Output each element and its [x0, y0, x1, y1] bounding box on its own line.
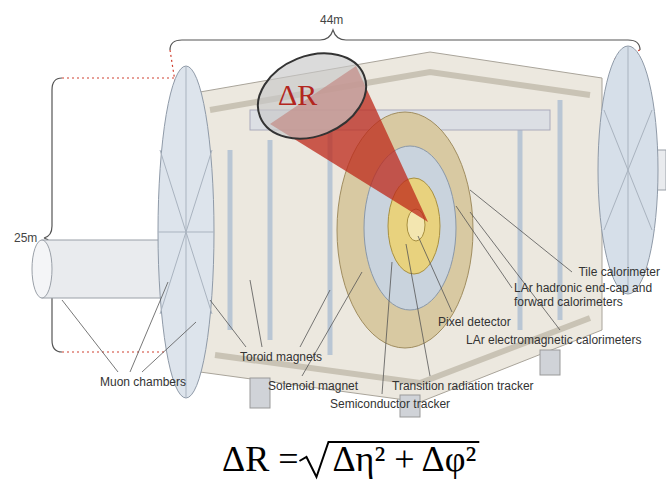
- part-label: Muon chambers: [100, 375, 186, 389]
- dimension-label: 44m: [320, 13, 343, 27]
- dimension-guide: [62, 351, 172, 352]
- muon-wheel-spokes: [158, 66, 214, 398]
- width-brace: [170, 30, 640, 50]
- muon-wheel-spokes: [604, 46, 652, 294]
- part-label: Tile calorimeter: [578, 265, 660, 279]
- height-brace: [44, 78, 62, 352]
- part-label: Pixel detector: [438, 315, 511, 329]
- part-label: Transition radiation tracker: [392, 379, 534, 393]
- muon-wheel: [598, 46, 658, 294]
- dimension-label: 25m: [14, 231, 37, 245]
- part-label: LAr hadronic end-cap and forward calorim…: [514, 281, 660, 309]
- support-foot: [540, 350, 560, 375]
- cone-label: ΔR: [278, 78, 317, 112]
- formula-radicand: Δη² + Δφ²: [332, 438, 476, 481]
- leader-lines: [62, 190, 572, 394]
- toroid-coil: [230, 100, 560, 355]
- part-label: Solenoid magnet: [268, 379, 358, 393]
- part-label: Toroid magnets: [240, 350, 322, 364]
- muon-wheel: [158, 66, 214, 398]
- cone-base: [245, 38, 379, 154]
- part-label: Semiconductor tracker: [330, 397, 450, 411]
- beam-pipe-end: [32, 240, 52, 298]
- formula-lhs: ΔR =: [222, 438, 298, 481]
- dimension-guide: [62, 77, 178, 78]
- support-foot: [250, 378, 270, 408]
- part-label: LAr electromagnetic calorimeters: [466, 333, 641, 347]
